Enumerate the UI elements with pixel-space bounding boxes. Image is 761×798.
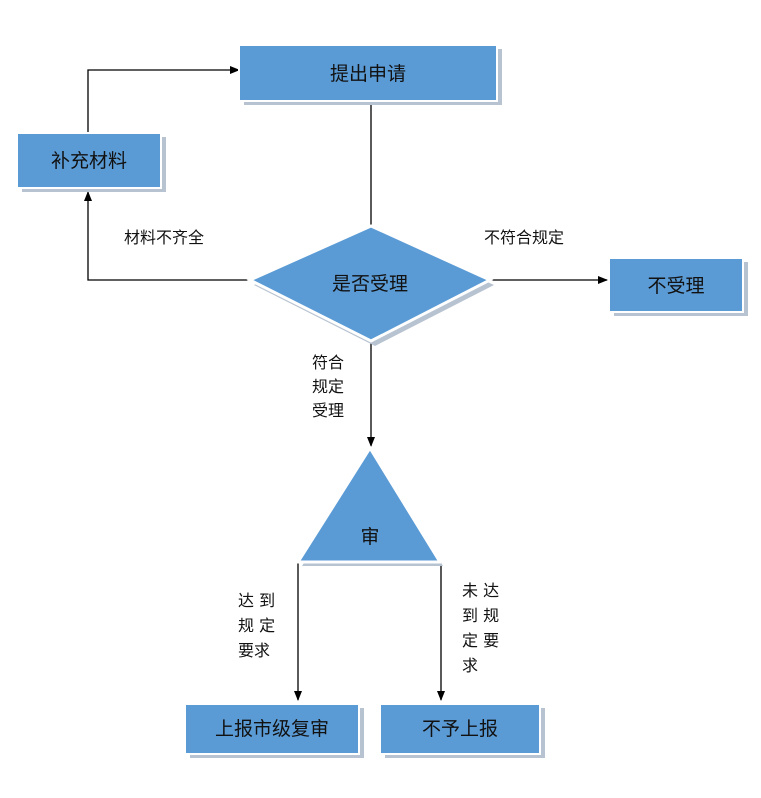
node-report-label: 上报市级复审	[215, 718, 329, 740]
edge-label-meets-line-1: 达 到	[238, 591, 275, 610]
node-decision-diamond	[246, 224, 494, 343]
edge-label-meets-line-2: 规 定	[238, 616, 275, 635]
node-deny-label: 不予上报	[422, 718, 498, 740]
node-reject: 不受理	[608, 257, 748, 316]
node-review-triangle	[295, 445, 443, 564]
edge-label-nonconforming: 不符合规定	[484, 228, 564, 247]
node-supplement-label: 补充材料	[51, 150, 127, 172]
edge-label-not-meets-line-3: 定 要	[462, 631, 499, 650]
node-submit-label: 提出申请	[330, 63, 406, 85]
node-reject-label: 不受理	[647, 275, 704, 297]
node-review-label: 审	[360, 526, 379, 548]
edge-label-not-meets-line-4: 求	[462, 656, 478, 675]
node-supplement: 补充材料	[16, 132, 166, 192]
edge-labels: 材料不齐全 不符合规定 符合 规定 受理 达 到 规 定 要求 未 达 到 规 …	[124, 228, 564, 675]
node-review: 审	[295, 445, 443, 566]
edge-label-meets-line-3: 要求	[238, 641, 270, 660]
node-decision: 是否受理	[246, 224, 494, 346]
node-supplement-box	[16, 132, 162, 189]
node-submit-box	[238, 44, 498, 102]
edge-decision-to-supplement	[84, 191, 250, 281]
node-deny-box	[379, 703, 541, 755]
node-submit: 提出申请	[238, 44, 502, 105]
edge-label-conforming-line-2: 规定	[312, 377, 344, 396]
node-reject-box	[608, 257, 744, 313]
edge-label-not-meets-line-1: 未 达	[462, 581, 499, 600]
node-deny: 不予上报	[379, 703, 545, 758]
node-report: 上报市级复审	[184, 703, 364, 758]
node-decision-label: 是否受理	[332, 273, 408, 295]
edge-label-not-meets-line-2: 到 规	[462, 606, 499, 625]
edge-label-incomplete: 材料不齐全	[124, 228, 204, 247]
edges	[84, 66, 608, 701]
edge-label-conforming-line-1: 符合	[312, 353, 344, 372]
edge-label-conforming-line-3: 受理	[312, 401, 344, 420]
node-report-box	[184, 703, 360, 755]
edge-supplement-to-submit	[87, 66, 240, 133]
